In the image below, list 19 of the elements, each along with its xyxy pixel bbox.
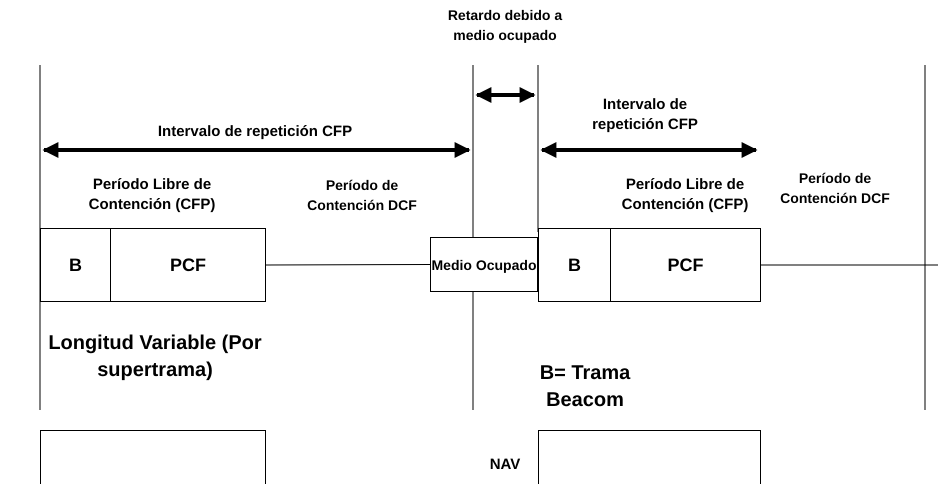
frame-block: B (40, 228, 111, 302)
frame-block: Medio Ocupado (430, 237, 538, 292)
timeline-line (266, 264, 430, 266)
period-label: Período Libre de Contención (CFP) (620, 175, 750, 215)
frame-block: PCF (110, 228, 266, 302)
signal-label: NAV (488, 455, 522, 475)
dimension-label: Intervalo de repetición CFP (591, 95, 699, 135)
period-label: Período Libre de Contención (CFP) (88, 175, 216, 215)
timeline-line (760, 264, 938, 266)
empty-box (538, 430, 761, 484)
empty-box (40, 430, 266, 484)
annotation-text: Retardo debido a medio ocupado (446, 6, 564, 45)
period-label: Período de Contención DCF (306, 176, 418, 215)
note-text: Longitud Variable (Por supertrama) (47, 331, 263, 383)
frame-block: B (538, 228, 611, 302)
frame-block: PCF (610, 228, 761, 302)
period-label: Período de Contención DCF (779, 169, 891, 208)
dimension-label: Intervalo de repetición CFP (156, 122, 354, 142)
note-text: B= Trama Beacom (538, 361, 632, 413)
